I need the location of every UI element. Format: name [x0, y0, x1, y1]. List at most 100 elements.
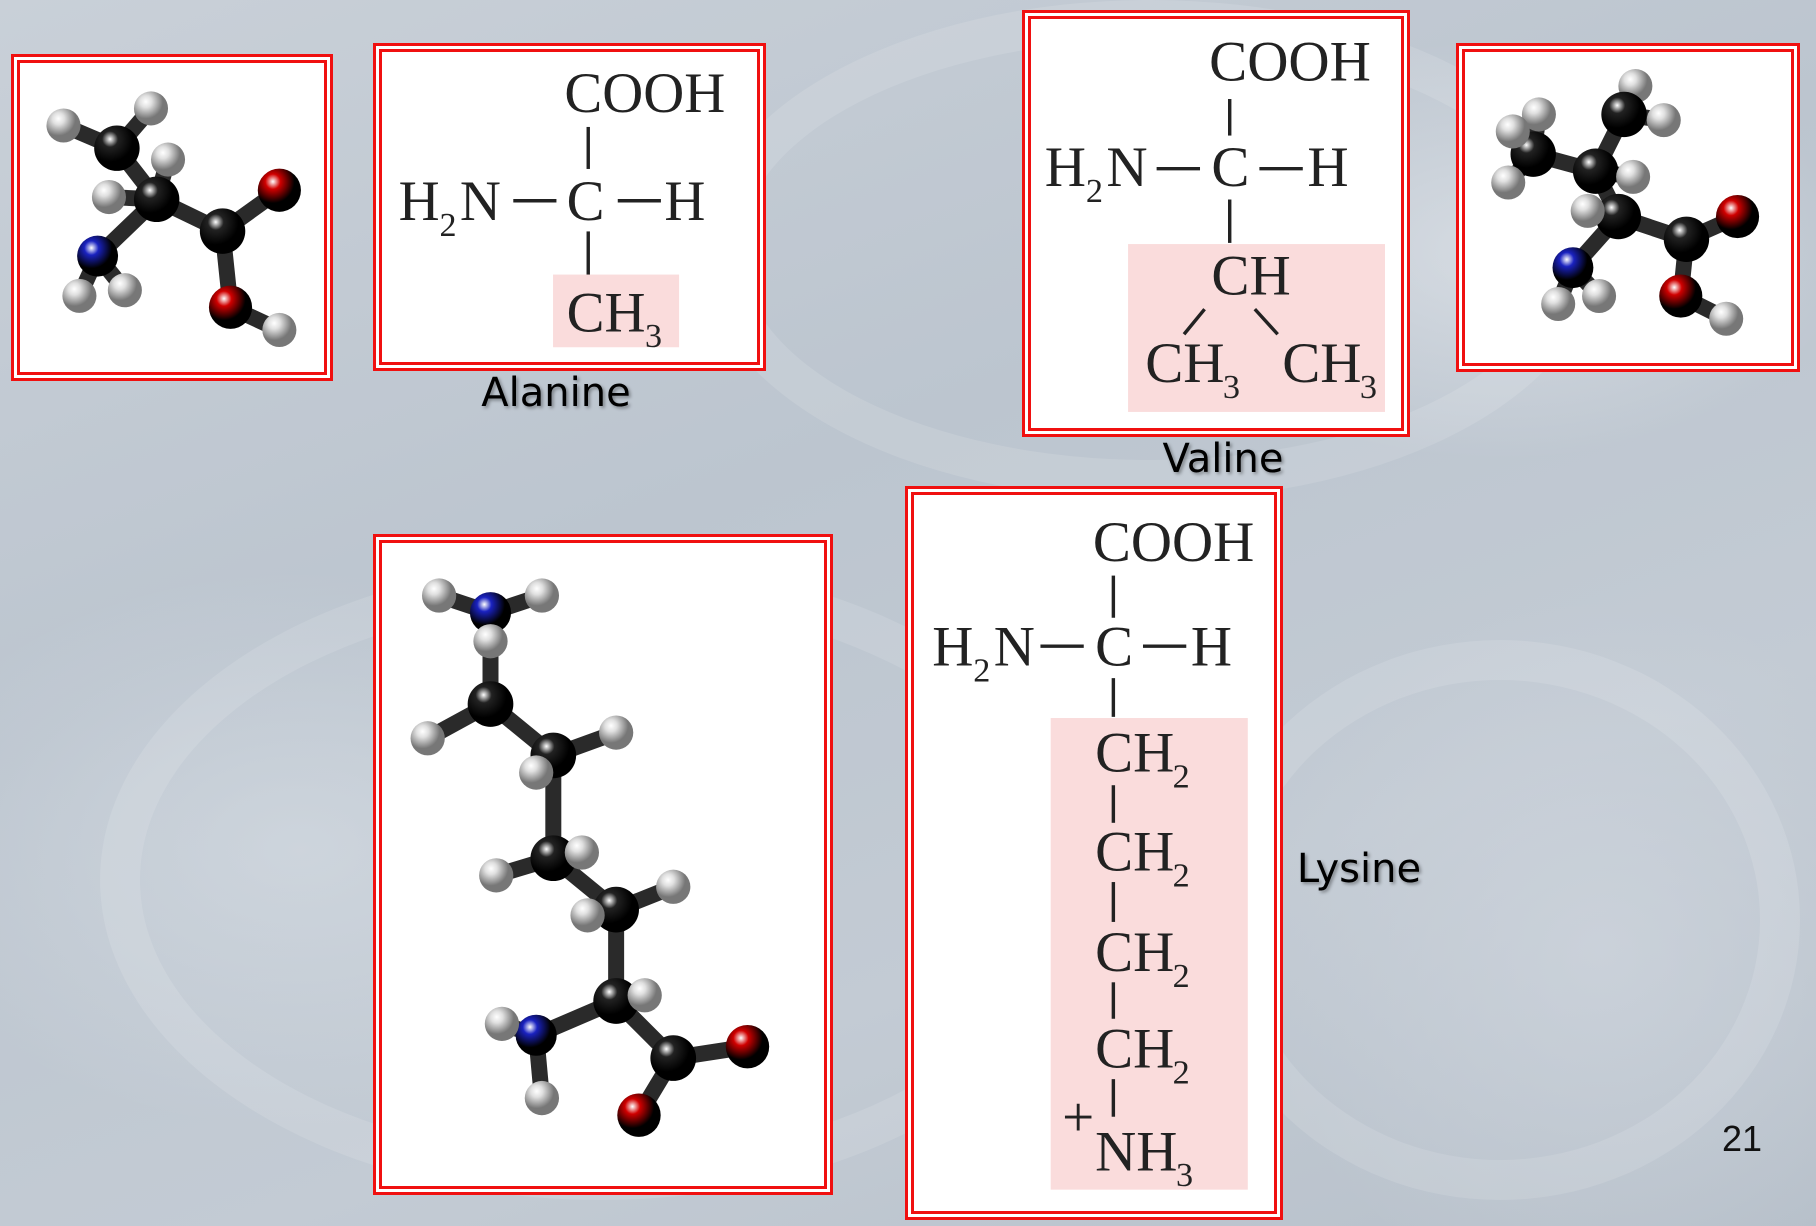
hydrogen-atom	[564, 835, 600, 870]
methylene-2-subscript: 2	[1173, 858, 1190, 895]
amino-h: H	[1045, 136, 1086, 199]
amino-h: H	[932, 616, 973, 679]
alanine-3d-model	[17, 60, 327, 375]
methyl-left: CH	[1145, 332, 1224, 395]
valine-3d-model	[1462, 49, 1794, 366]
ammonium-subscript: 3	[1176, 1157, 1193, 1194]
alanine-label: Alanine	[481, 370, 631, 416]
hydrogen-atom	[410, 721, 445, 756]
amino-n: N	[460, 170, 501, 233]
hydrogen-atom	[91, 180, 126, 215]
oxygen-atom	[257, 168, 301, 212]
alpha-carbon: C	[1095, 616, 1133, 679]
oxygen-atom	[725, 1024, 770, 1069]
hydrogen-atom	[656, 869, 691, 904]
hydrogen-atom	[1541, 286, 1576, 322]
lysine-ball-and-stick-image	[410, 578, 770, 1137]
hydrogen-atom	[627, 978, 662, 1013]
hydrogen-atom	[599, 715, 634, 750]
lysine-structural-formula: COOH H 2 N C H CH 2 CH 2 CH 2 CH 2 + NH …	[911, 492, 1277, 1214]
carbon-atom	[199, 208, 246, 254]
carbon-atom	[467, 681, 514, 727]
alanine-ball-and-stick-image	[46, 91, 301, 348]
hydrogen-atom	[46, 108, 81, 143]
methyl-right: CH	[1282, 332, 1361, 395]
methylene-3-subscript: 2	[1173, 958, 1190, 995]
carbon-atom	[593, 886, 639, 933]
oxygen-atom	[1659, 274, 1703, 318]
nitrogen-atom	[77, 235, 119, 277]
background-swirl	[1200, 640, 1800, 1200]
carboxyl-group: COOH	[564, 62, 725, 125]
carbon-atom	[593, 978, 639, 1024]
valine-ball-and-stick-image	[1491, 69, 1760, 336]
amino-subscript: 2	[439, 207, 456, 244]
hydrogen-atom	[570, 898, 605, 933]
alanine-structural-formula: COOH H 2 N C H CH 3	[379, 49, 760, 365]
hydrogen-atom	[1491, 165, 1526, 200]
hydrogen-atom	[1495, 114, 1530, 149]
amino-subscript: 2	[973, 653, 990, 690]
ammonium-group: NH	[1095, 1120, 1177, 1183]
alpha-hydrogen: H	[1191, 616, 1232, 679]
oxygen-atom	[617, 1093, 661, 1137]
methylene-1-subscript: 2	[1173, 758, 1190, 795]
side-chain-highlight	[1128, 244, 1386, 412]
amino-h: H	[399, 170, 440, 233]
positive-charge: +	[1062, 1086, 1094, 1149]
hydrogen-atom	[1646, 103, 1681, 138]
side-chain-highlight	[553, 274, 680, 348]
carbon-atom	[1663, 216, 1710, 262]
hydrogen-atom	[262, 312, 297, 348]
methylene-4: CH	[1095, 1018, 1174, 1081]
alpha-hydrogen: H	[664, 170, 705, 233]
methyl-left-subscript: 3	[1223, 368, 1240, 406]
amino-subscript: 2	[1086, 172, 1103, 210]
alpha-carbon: C	[567, 170, 605, 233]
hydrogen-atom	[519, 755, 554, 790]
methylene-4-subscript: 2	[1173, 1055, 1190, 1092]
methylene-1: CH	[1095, 722, 1174, 785]
hydrogen-atom	[1616, 159, 1651, 194]
carbon-atom	[650, 1035, 697, 1081]
hydrogen-atom	[62, 278, 97, 313]
carbon-atom	[1572, 148, 1619, 194]
side-chain-highlight	[1050, 718, 1248, 1190]
hydrogen-atom	[524, 1080, 560, 1116]
methylene-2: CH	[1095, 821, 1174, 884]
lysine-label: Lysine	[1296, 846, 1422, 892]
carbon-atom	[1595, 193, 1642, 240]
branch-ch: CH	[1211, 244, 1290, 307]
alpha-carbon: C	[1211, 136, 1249, 199]
carbon-atom	[133, 176, 180, 223]
lysine-3d-model	[379, 540, 827, 1189]
carbon-atom	[94, 125, 140, 171]
methyl-group: CH	[567, 281, 646, 344]
hydrogen-atom	[1709, 301, 1744, 336]
alpha-hydrogen: H	[1307, 136, 1348, 199]
page-number: 21	[1722, 1118, 1763, 1159]
hydrogen-atom	[150, 142, 186, 177]
hydrogen-atom	[133, 91, 169, 126]
hydrogen-atom	[484, 1006, 520, 1041]
oxygen-atom	[1715, 195, 1760, 239]
methyl-subscript: 3	[645, 318, 662, 355]
carbon-atom	[1601, 91, 1647, 138]
carbon-atom	[530, 835, 577, 882]
hydrogen-atom	[1521, 97, 1556, 132]
nitrogen-atom	[469, 592, 512, 634]
hydrogen-atom	[524, 578, 560, 613]
valine-label: Valine	[1162, 436, 1284, 482]
hydrogen-atom	[479, 858, 514, 893]
methylene-3: CH	[1095, 921, 1174, 984]
carboxyl-group: COOH	[1209, 31, 1371, 94]
nitrogen-atom	[1552, 247, 1594, 289]
hydrogen-atom	[421, 578, 457, 613]
valine-structural-formula: COOH H 2 N C H CH CH 3 CH 3	[1028, 16, 1404, 431]
hydrogen-atom	[107, 273, 142, 308]
carboxyl-group: COOH	[1093, 511, 1254, 574]
hydrogen-atom	[1582, 279, 1617, 314]
amino-n: N	[994, 616, 1035, 679]
nitrogen-atom	[515, 1014, 557, 1056]
hydrogen-atom	[1570, 193, 1605, 228]
